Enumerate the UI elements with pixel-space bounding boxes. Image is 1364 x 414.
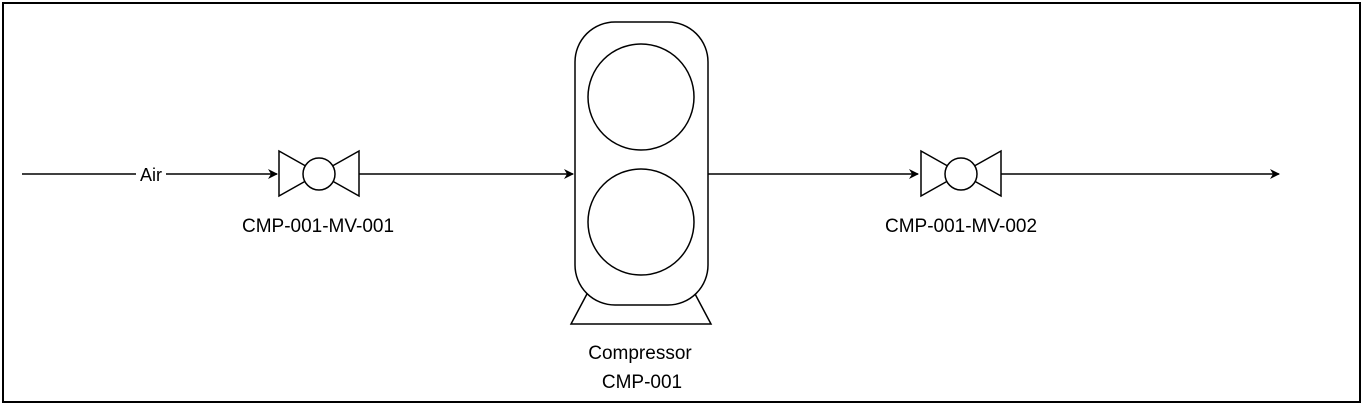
air-label-background [136, 165, 166, 183]
inlet-valve-tag: CMP-001-MV-001 [242, 216, 394, 237]
compressor-icon[interactable] [569, 21, 713, 325]
compressor-name: Compressor [588, 343, 692, 364]
air-stream-label: Air [140, 165, 162, 185]
compressor-tag: CMP-001 [602, 372, 682, 393]
outlet-valve-icon[interactable] [920, 149, 1002, 198]
outlet-valve-tag: CMP-001-MV-002 [885, 216, 1037, 237]
inlet-valve-icon[interactable] [278, 149, 360, 198]
